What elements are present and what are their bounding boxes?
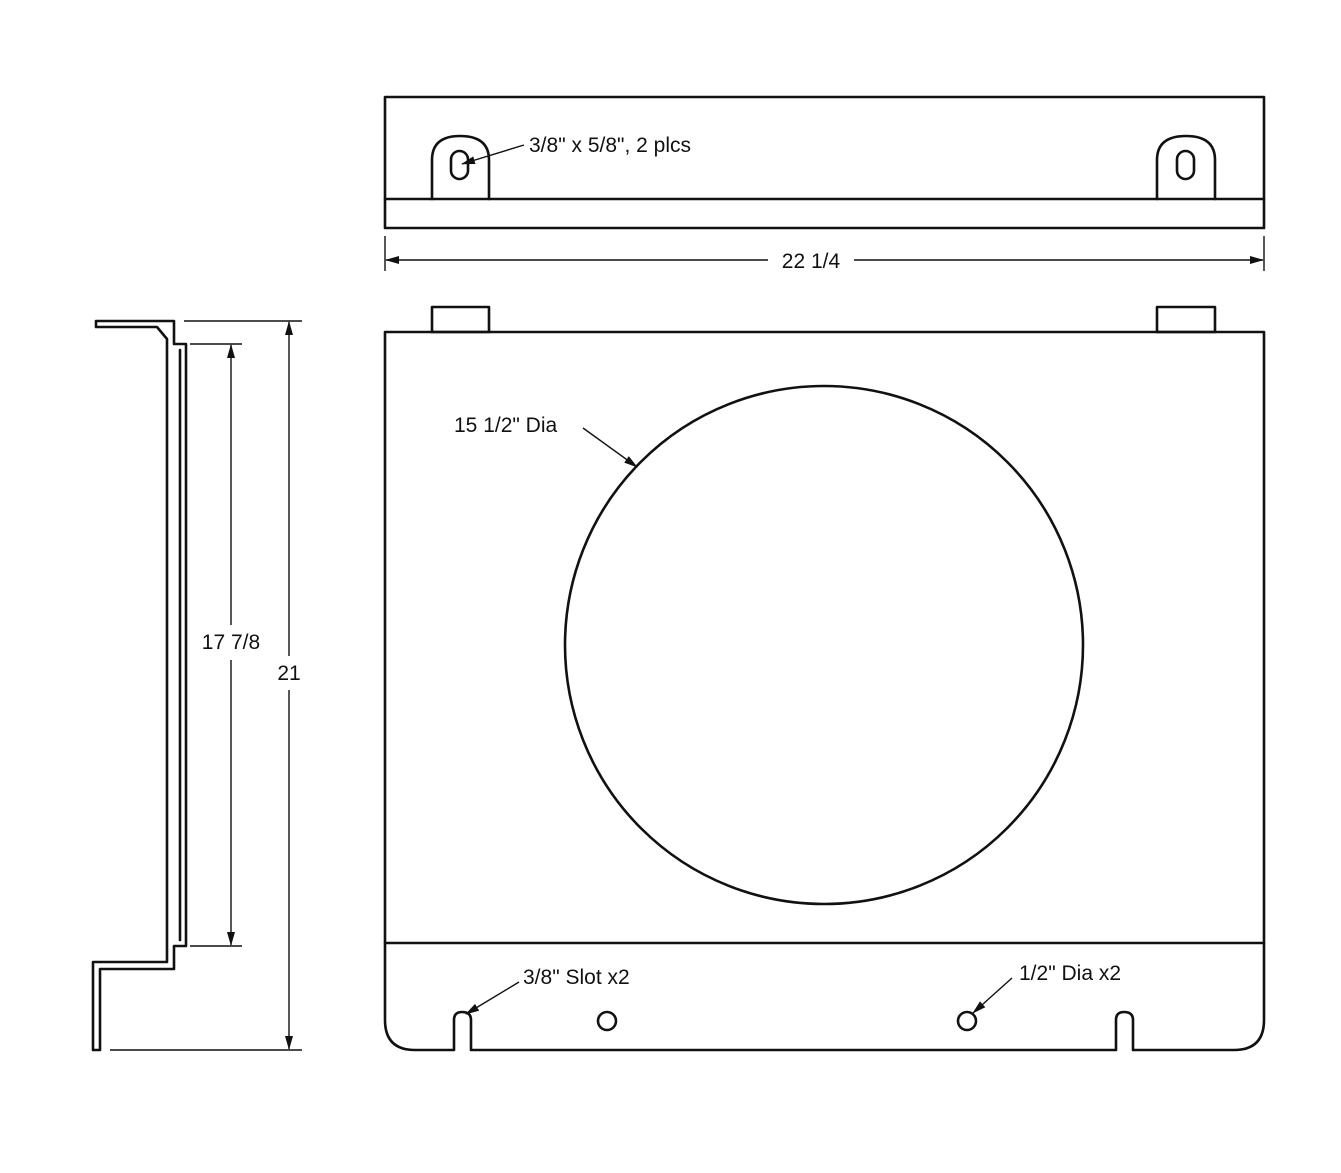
top-slot-callout: 3/8" x 5/8", 2 plcs xyxy=(529,134,691,157)
front-view-outline xyxy=(383,330,1266,1052)
circle-dia-leader xyxy=(582,427,638,468)
overall-height-dimension: 21 xyxy=(110,320,302,1051)
bottom-right-hole xyxy=(956,1010,978,1032)
top-view-outline xyxy=(383,95,1266,230)
bottom-slot-callout: 3/8" Slot x2 xyxy=(523,966,630,989)
width-dim-label: 22 1/4 xyxy=(782,250,841,273)
front-view-left-tab xyxy=(430,305,491,334)
top-view: 3/8" x 5/8", 2 plcs xyxy=(383,95,1266,230)
circle-dia-callout: 15 1/2" Dia xyxy=(454,414,558,437)
bottom-hole-callout: 1/2" Dia x2 xyxy=(1019,962,1121,985)
bottom-left-hole xyxy=(596,1010,618,1032)
bottom-hole-leader xyxy=(972,977,1013,1014)
front-view: 15 1/2" Dia 3/8" Slot x2 1/2" Dia x2 xyxy=(383,305,1266,1052)
top-view-right-slot xyxy=(1175,149,1196,181)
top-view-left-tab xyxy=(430,134,491,201)
inner-height-dimension: 17 7/8 xyxy=(190,343,260,947)
width-dimension: 22 1/4 xyxy=(384,236,1265,273)
top-view-right-tab xyxy=(1155,134,1217,201)
top-slot-leader xyxy=(461,144,525,165)
inner-height-label: 17 7/8 xyxy=(202,631,260,654)
bottom-slot-leader xyxy=(465,981,520,1015)
overall-height-label: 21 xyxy=(277,662,300,685)
side-view-profile-outer xyxy=(91,319,188,1052)
top-view-left-slot xyxy=(449,149,470,181)
fan-opening-circle xyxy=(563,384,1085,906)
side-view xyxy=(91,319,188,1052)
front-view-right-tab xyxy=(1155,305,1217,334)
